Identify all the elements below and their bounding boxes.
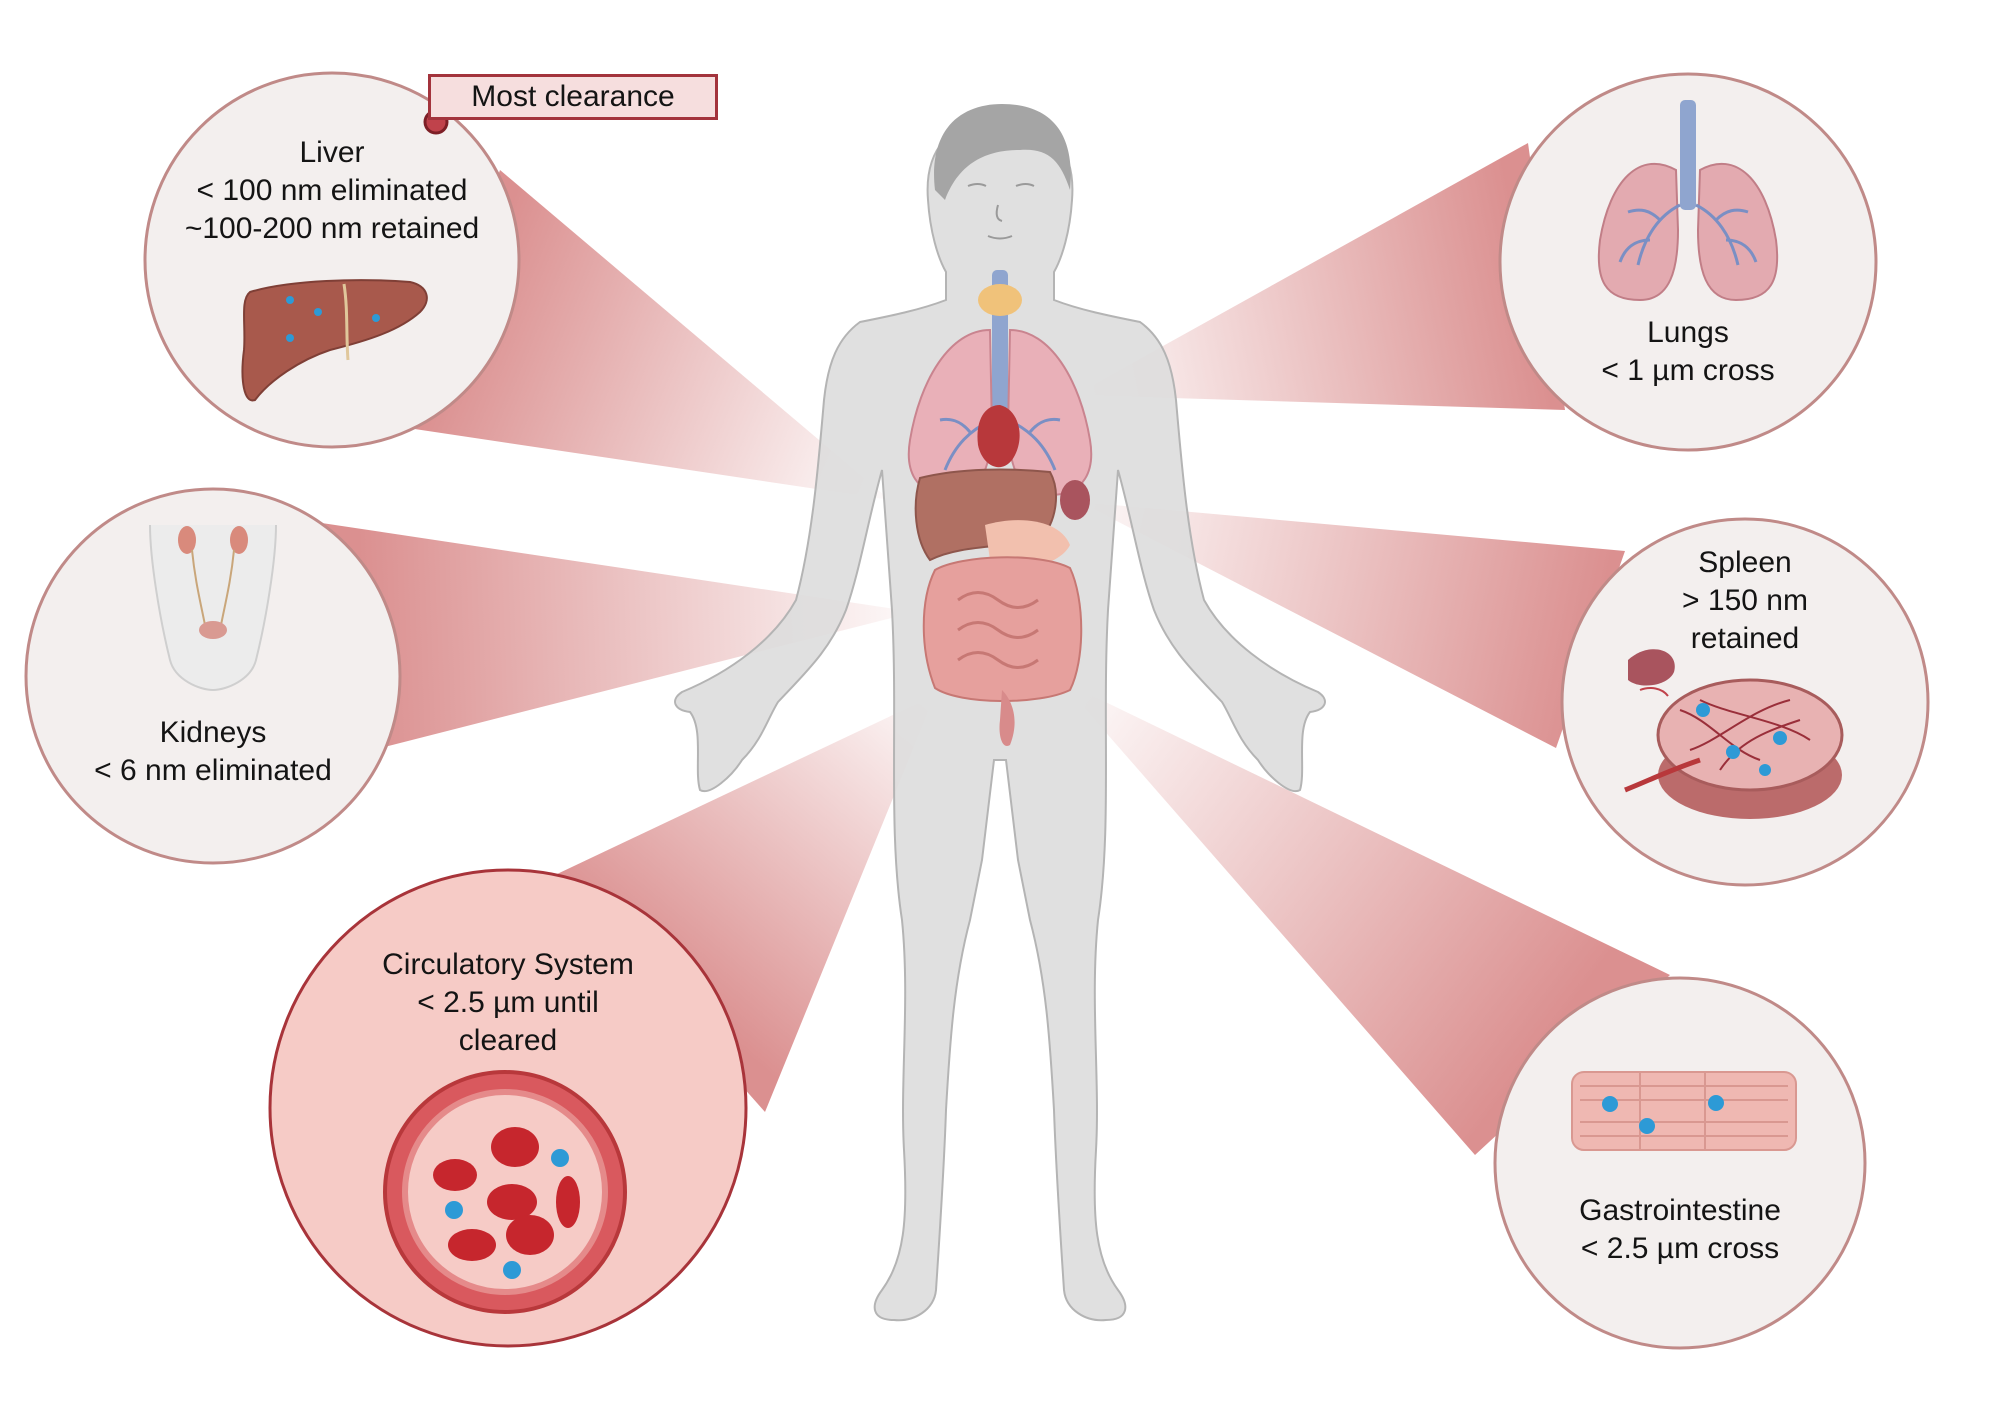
ray-spleen (1080, 502, 1625, 748)
spleen-line2: retained (1690, 622, 1800, 655)
gastrointestine-circle (1493, 976, 1867, 1350)
kidneys-name: Kidneys (159, 716, 267, 749)
hair (934, 104, 1071, 200)
liver-icon (241, 279, 428, 402)
liver-name: Liver (299, 136, 365, 169)
spleen-name: Spleen (1698, 546, 1792, 579)
spleen-icon (1624, 649, 1844, 819)
circulatory-label: Circulatory System < 2.5 µm until cleare… (338, 946, 678, 1060)
kidneys-label: Kidneys < 6 nm eliminated (66, 714, 360, 790)
spleen-line1: > 150 nm (1682, 584, 1808, 617)
lungs-icon (1597, 100, 1779, 302)
face (967, 183, 1035, 240)
lungs-line1: < 1 µm cross (1601, 354, 1775, 387)
lungs-circle (1498, 72, 1878, 452)
ray-kidneys (315, 522, 915, 757)
gastrointestine-line1: < 2.5 µm cross (1580, 1232, 1780, 1265)
most-clearance-callout: Most clearance (428, 74, 718, 120)
intestine-icon (1571, 1071, 1797, 1151)
gastrointestine-name: Gastrointestine (1579, 1194, 1781, 1227)
liver-line2: ~100-200 nm retained (184, 212, 480, 245)
lungs-name: Lungs (1647, 316, 1729, 349)
circulatory-name: Circulatory System (382, 948, 634, 981)
kidneys-icon (149, 524, 277, 692)
circulatory-line1: < 2.5 µm until (417, 986, 599, 1019)
liver-circle (143, 71, 521, 449)
ray-gastrointestine (1060, 680, 1670, 1155)
circulatory-line2: cleared (458, 1024, 558, 1057)
ray-circulatory (555, 695, 935, 1112)
lungs-label: Lungs < 1 µm cross (1548, 314, 1828, 390)
blood-vessel-icon (383, 1070, 627, 1314)
liver-label: Liver < 100 nm eliminated ~100-200 nm re… (152, 134, 512, 248)
internal-organs (907, 270, 1093, 746)
liver-line1: < 100 nm eliminated (196, 174, 468, 207)
gastrointestine-label: Gastrointestine < 2.5 µm cross (1530, 1192, 1830, 1268)
ray-lungs (1075, 143, 1565, 410)
ray-liver (408, 170, 890, 500)
kidneys-line1: < 6 nm eliminated (94, 754, 332, 787)
spleen-label: Spleen > 150 nm retained (1650, 544, 1840, 658)
